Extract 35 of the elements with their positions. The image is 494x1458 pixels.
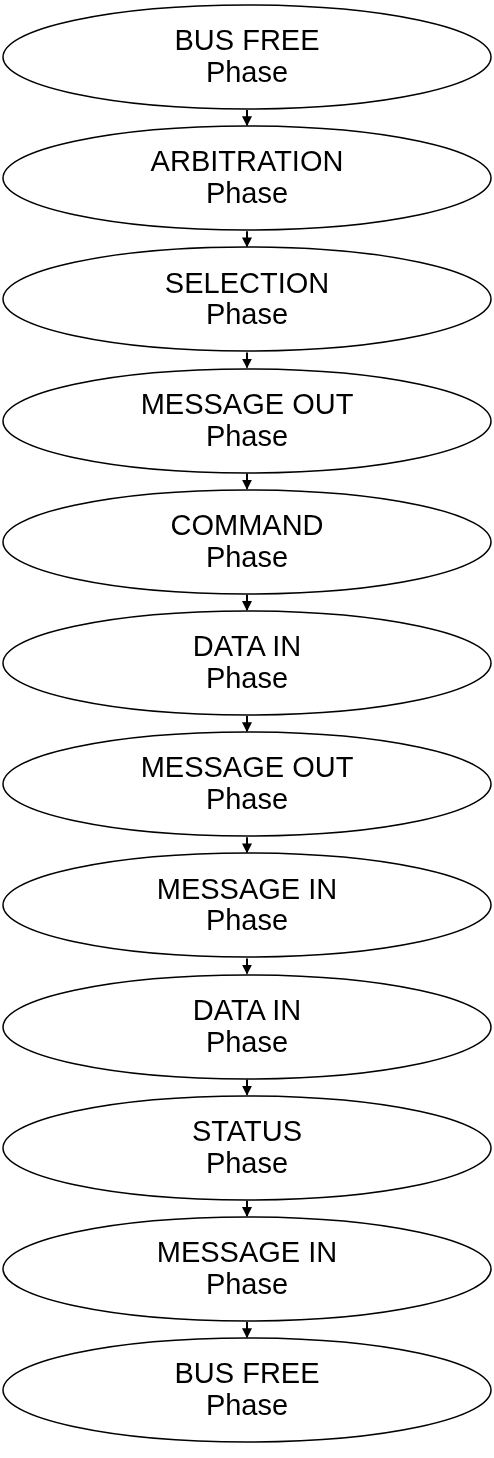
arrow: [242, 351, 252, 369]
arrow: [242, 715, 252, 733]
arrow: [242, 593, 252, 611]
phase-label: Phase: [205, 663, 289, 695]
phase-label: Phase: [205, 1026, 289, 1059]
phase-label: Phase: [205, 178, 289, 211]
phase-label: MESSAGE IN: [156, 1237, 338, 1269]
phase-label: COMMAND: [170, 509, 324, 542]
phase-label: MESSAGE OUT: [140, 388, 354, 421]
phase-label: MESSAGE IN: [156, 873, 338, 906]
phase-label: STATUS: [191, 1115, 303, 1148]
arrow: [242, 109, 252, 127]
phase-label: ARBITRATION: [150, 146, 344, 179]
arrow: [242, 836, 252, 854]
phase-label: Phase: [205, 57, 289, 89]
phase-label: MESSAGE OUT: [140, 752, 354, 785]
phase-label: Phase: [205, 1269, 289, 1301]
arrow: [242, 1199, 252, 1217]
arrow: [242, 957, 252, 975]
phase-label: BUS FREE: [174, 25, 320, 57]
phase-label: Phase: [205, 1390, 289, 1423]
phase-label: Phase: [205, 299, 289, 332]
phase-label: Phase: [205, 1147, 289, 1180]
arrow: [242, 472, 252, 490]
arrow: [242, 1078, 252, 1096]
phase-label: DATA IN: [192, 631, 302, 663]
phase-label: Phase: [205, 905, 289, 938]
phase-label: Phase: [205, 541, 289, 574]
phase-label: BUS FREE: [174, 1358, 320, 1391]
arrow: [242, 230, 252, 248]
arrow: [242, 1321, 252, 1339]
phase-label: Phase: [205, 784, 289, 817]
phase-label: DATA IN: [192, 994, 302, 1027]
phase-label: Phase: [205, 420, 289, 453]
phase-label: SELECTION: [164, 267, 330, 300]
